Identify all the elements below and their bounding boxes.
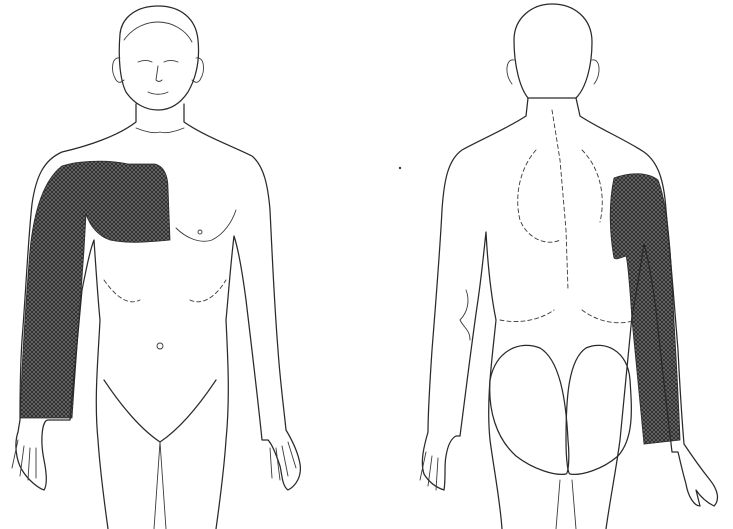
anterior-shaded-area <box>20 161 170 418</box>
posterior-right-ear <box>592 60 599 84</box>
anterior-legs <box>154 442 166 529</box>
posterior-buttocks <box>490 345 569 474</box>
anterior-groin <box>104 380 216 442</box>
posterior-spine <box>552 110 568 290</box>
anterior-chest <box>176 210 236 241</box>
posterior-left-scapula <box>518 150 560 242</box>
posterior-buttocks-right <box>566 345 631 474</box>
anterior-clavicles <box>136 128 184 133</box>
anterior-body-outline-right <box>184 104 300 529</box>
posterior-head <box>514 4 592 98</box>
posterior-right-scapula <box>582 150 602 222</box>
posterior-legs <box>556 480 576 529</box>
anterior-mouth <box>148 92 168 94</box>
anterior-nose <box>156 66 162 82</box>
posterior-view <box>420 4 717 529</box>
anterior-view <box>12 6 300 529</box>
anterior-nipple <box>198 230 202 234</box>
posterior-left-ear <box>507 60 514 84</box>
anterior-abdomen <box>104 280 226 302</box>
posterior-shaded-area <box>610 174 680 444</box>
posterior-elbow-left <box>460 290 470 340</box>
anterior-right-hand <box>270 442 296 480</box>
posterior-body-outline <box>422 98 528 529</box>
anterior-hairline <box>124 22 192 42</box>
anterior-eyes <box>138 61 178 63</box>
stray-dot <box>399 167 401 169</box>
anterior-left-ear <box>113 58 124 83</box>
anterior-navel <box>157 343 163 349</box>
posterior-lower-back <box>500 310 636 323</box>
